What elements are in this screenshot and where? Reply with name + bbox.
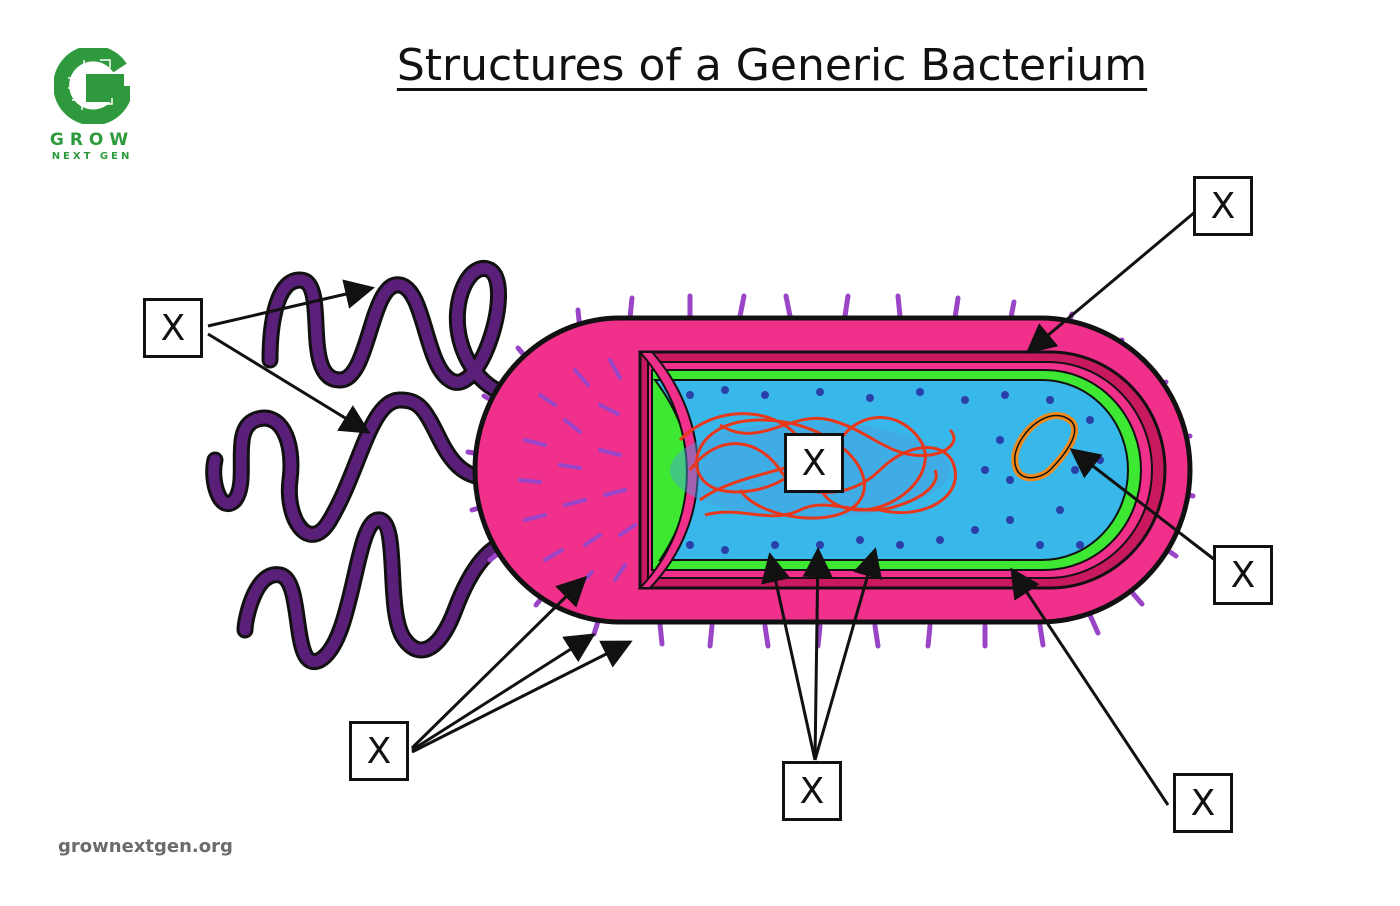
label-box-flagella[interactable]: X — [143, 298, 203, 358]
flagella — [205, 260, 537, 670]
label-box-pili[interactable]: X — [349, 721, 409, 781]
label-box-plasmid[interactable]: X — [1213, 545, 1273, 605]
label-box-ribosomes[interactable]: X — [782, 761, 842, 821]
cut-face — [637, 351, 699, 589]
logo-subtitle: NEXT GEN — [51, 151, 133, 162]
page-title: Structures of a Generic Bacterium — [396, 40, 1148, 91]
site-url: grownextgen.org — [58, 836, 233, 857]
label-box-nucleoid[interactable]: X — [784, 433, 844, 493]
ribosomes — [686, 386, 1104, 554]
label-box-cell-membrane[interactable]: X — [1173, 773, 1233, 833]
flagellum-bottom — [236, 511, 529, 670]
logo-wordmark: GROW — [49, 130, 135, 150]
grow-next-gen-logo-icon — [54, 48, 130, 124]
label-box-capsule[interactable]: X — [1193, 176, 1253, 236]
label-arrows — [207, 210, 1216, 806]
